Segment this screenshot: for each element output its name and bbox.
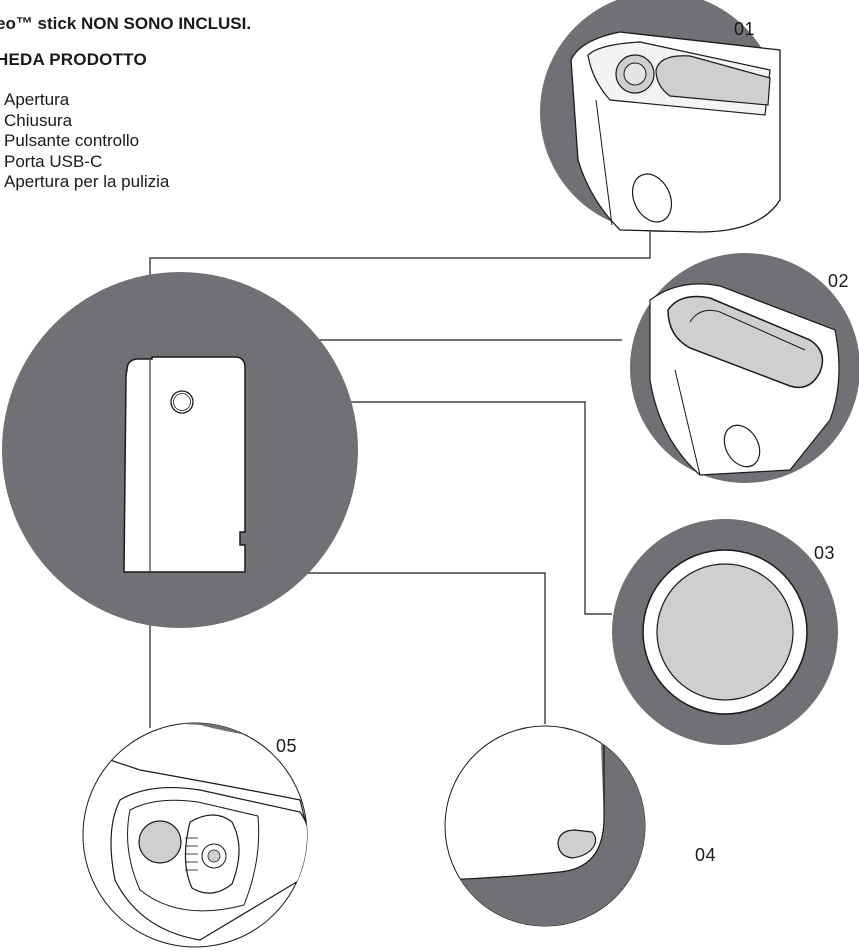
device-body: [123, 356, 246, 573]
leader-line-03: [198, 401, 612, 615]
callout-label-04: 04: [695, 845, 717, 865]
main-device-view: [2, 272, 358, 628]
part-item-apertura: Apertura: [4, 90, 70, 109]
detail-view-05: [82, 722, 308, 948]
detail-view-03: [612, 519, 838, 745]
part-item-pulsante: Pulsante controllo: [4, 131, 140, 150]
note-text: eo™ stick NON SONO INCLUSI.: [0, 14, 252, 33]
part-item-pulizia: Apertura per la pulizia: [4, 172, 170, 191]
detail-view-04: [444, 725, 646, 927]
callout-label-01: 01: [734, 19, 756, 39]
section-heading: HEDA PRODOTTO: [0, 50, 147, 69]
callout-label-05: 05: [276, 736, 298, 756]
callout-label-02: 02: [828, 271, 850, 291]
callout-label-03: 03: [814, 543, 836, 563]
device-button-inner: [173, 393, 191, 411]
parts-list: Apertura Chiusura Pulsante controllo Por…: [4, 90, 169, 193]
part-item-chiusura: Chiusura: [4, 110, 73, 130]
detail-view-02: [630, 253, 859, 483]
part-item-usb: Porta USB-C: [4, 151, 103, 171]
detail-view-01: [540, 0, 781, 233]
leader-line-04: [262, 572, 546, 724]
device-button: [170, 390, 194, 414]
